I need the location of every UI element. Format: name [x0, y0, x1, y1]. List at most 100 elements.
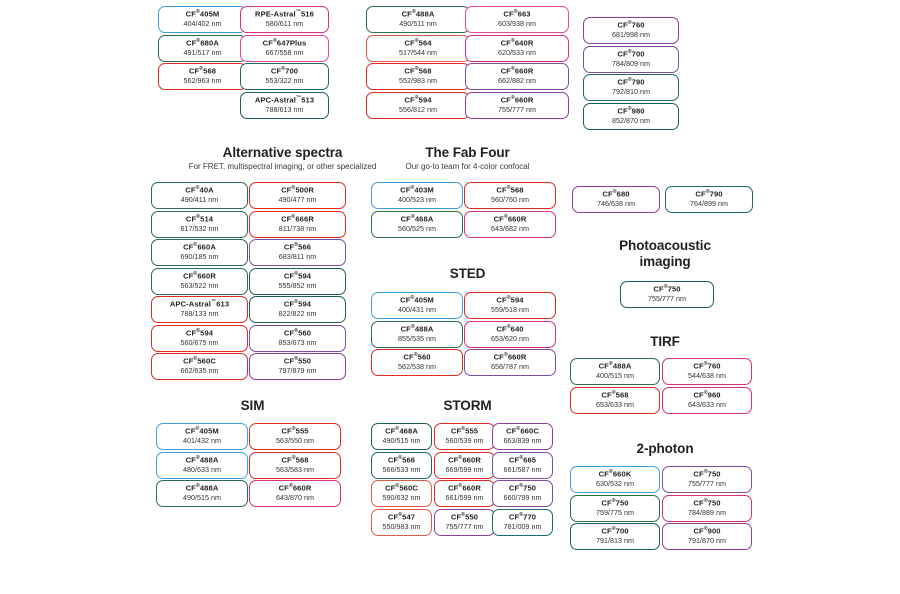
dye-wavelength: 490/515 nm [382, 436, 421, 446]
trademark-symbol: ® [703, 469, 708, 476]
dye-name: CF®760 [617, 20, 645, 30]
dye-wavelength: 792/810 nm [612, 87, 650, 97]
dye-name: CF®560C [183, 356, 216, 366]
dye-name: CF®488A [185, 483, 219, 493]
dye-name: CF®700 [270, 66, 299, 76]
trademark-symbol: ® [506, 323, 511, 330]
trademark-symbol: ® [510, 37, 515, 44]
dye-name: CF®665 [508, 454, 537, 465]
dye-wavelength: 553/322 nm [265, 76, 304, 86]
trademark-symbol: ® [458, 454, 463, 461]
dye-wavelength: 643/633 nm [688, 399, 726, 409]
trademark-symbol: ® [510, 66, 515, 73]
dye-name: CF®660C [506, 426, 539, 436]
trademark-symbol: ® [705, 189, 710, 196]
dye-wavelength: 683/811 nm [278, 252, 317, 262]
trademark-symbol: ® [503, 352, 508, 359]
dye-wavelength: 660/799 nm [503, 493, 542, 503]
trademark-symbol: ® [395, 426, 400, 433]
dye-name: CF®488A [400, 323, 434, 334]
trademark-symbol: ® [627, 48, 632, 55]
trademark-symbol: ® [398, 454, 403, 461]
dye-name: CF®770 [508, 511, 537, 522]
trademark-symbol: ® [410, 185, 415, 192]
trademark-symbol: ® [611, 389, 616, 396]
